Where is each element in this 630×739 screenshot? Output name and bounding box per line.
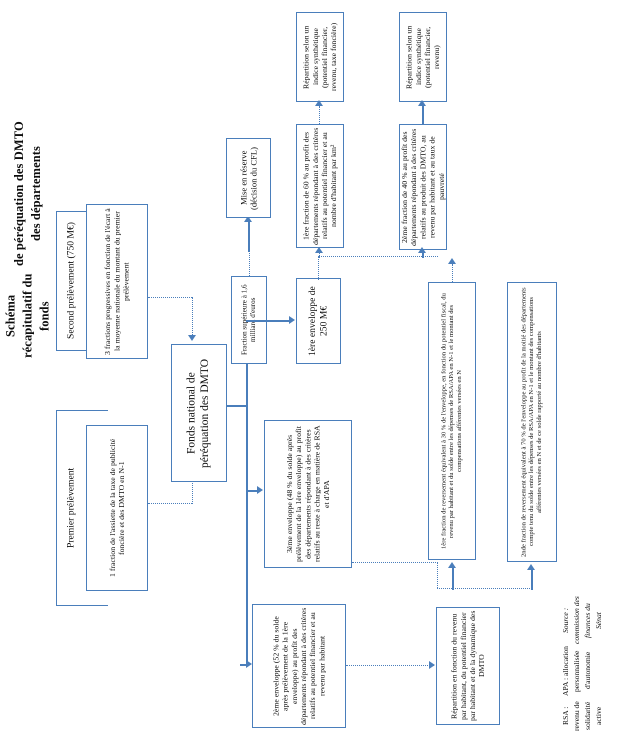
fraction-assiette-box: 1 fraction de l'assiette de la taxe de p… [86, 425, 151, 594]
arrow-into-fraction-60 [315, 247, 323, 253]
mise-en-reserve-box: Mise en réserve (décision du CFL) [226, 138, 274, 221]
arrow-into-indice2 [418, 100, 426, 106]
legend-source: Source : commission des finances du Séna… [561, 596, 603, 645]
enveloppe-2-label: 2ème enveloppe (52 % du solde après prél… [271, 607, 327, 725]
legend-apa: APA : allocation personnalisée d'autonom… [561, 645, 592, 696]
reversement-70-label: 2nde fraction de reversement équivalent … [520, 287, 543, 557]
connector-60-to-indice1 [319, 106, 320, 124]
connector-40-up [422, 250, 424, 258]
enveloppe-3-label: 3ème enveloppe (48 % du solde après prél… [285, 425, 331, 563]
enveloppe3-trunk-vertical [437, 562, 438, 588]
second-prelevement-label: Second prélèvement (750 M€) [65, 222, 77, 340]
repartition-indice-2-box: Répartition selon un indice synthétique … [399, 12, 450, 105]
fraction-40-label: 2ème fraction de 40 % au profit des dépa… [400, 128, 446, 246]
connector-40-to-indice2 [422, 106, 424, 124]
fraction-60-box: 1ère fraction de 60 % au profit des dépa… [296, 124, 344, 248]
arrow-reversement30-up [448, 258, 456, 264]
connector-reversement30-up [452, 264, 453, 282]
arrow-into-indice1 [315, 100, 323, 106]
mise-en-reserve-label: Mise en réserve (décision du CFL) [238, 146, 259, 210]
arrow-into-fonds-top [188, 335, 196, 341]
connector-enveloppe2-to-repartition [346, 665, 434, 666]
fraction-assiette-label: 1 fraction de l'assiette de la taxe de p… [107, 438, 126, 578]
connector-60-up [319, 250, 320, 258]
arrow-into-mise-en-reserve [244, 216, 252, 222]
connector-fraction-superieure-up [249, 250, 250, 276]
connector-fraction-superieure-to-reserve [248, 222, 250, 252]
arrow-into-enveloppe250 [289, 316, 295, 324]
trois-fractions-label: 3 fractions progressives en fonction de … [103, 208, 131, 355]
connector-trois-fractions-to-fonds [148, 297, 192, 298]
arrow-into-repartition-revenu [429, 661, 435, 669]
fraction-60-label: 1ère fraction de 60 % au profit des dépa… [301, 127, 339, 245]
legend: RSA : revenu de solidarité active APA : … [560, 595, 620, 735]
fraction-40-box: 2ème fraction de 40 % au profit des dépa… [399, 124, 447, 250]
reversement-70-box: 2nde fraction de reversement équivalent … [507, 282, 560, 565]
arrow-into-enveloppe2 [246, 660, 252, 668]
enveloppe-250-box: 1ère enveloppe de 250 M€ [296, 278, 344, 367]
enveloppe250-trunk-vertical [318, 256, 319, 280]
connector-assiette-to-fonds [148, 503, 192, 504]
reversement-30-label: 1ère fraction de reversement équivalent … [440, 293, 463, 549]
premier-prelevement-label: Premier prélèvement [65, 467, 77, 549]
connector-fonds-to-enveloppe2 [240, 664, 246, 666]
enveloppe-2-box: 2ème enveloppe (52 % du solde après prél… [252, 604, 349, 731]
connector-assiette-up [192, 470, 193, 504]
connector-to-reversement-30 [452, 568, 454, 590]
second-prelevement-bracket [56, 211, 108, 351]
premier-prelevement-bracket [56, 410, 108, 606]
repartition-revenu-box: Répartition en fonction du revenu par ha… [436, 607, 503, 728]
reversement-split-bar [437, 588, 532, 589]
repartition-indice-1-box: Répartition selon un indice synthétique … [296, 12, 347, 105]
fonds-national-trunk-vertical [246, 300, 248, 640]
enveloppe250-trunk-horizontal [318, 256, 438, 257]
connector-fonds-down-enveloppe2 [246, 600, 248, 666]
repartition-indice-1-label: Répartition selon un indice synthétique … [301, 22, 339, 92]
enveloppe-3-box: 3ème enveloppe (48 % du solde après prél… [264, 420, 355, 571]
arrow-into-enveloppe3 [257, 486, 263, 494]
enveloppe3-trunk-horizontal [352, 562, 438, 563]
page-title-line1: Schéma récapitulatif du fonds [3, 273, 52, 359]
enveloppe-250-label: 1ère enveloppe de 250 M€ [307, 286, 330, 356]
connector-fonds-to-enveloppe250 [246, 320, 290, 322]
arrow-into-fraction-40 [418, 247, 426, 253]
arrow-into-reversement-30 [448, 562, 456, 568]
fonds-national-label: Fonds national de péréquation des DMTO [185, 358, 211, 468]
page-title-line2: de péréquation des DMTO des départements [12, 120, 43, 266]
page-title: Schéma récapitulatif du fonds de péréqua… [4, 120, 52, 365]
repartition-revenu-label: Répartition en fonction du revenu par ha… [449, 610, 487, 722]
legend-rsa: RSA : revenu de solidarité active [561, 700, 603, 731]
fonds-national-trunk [227, 405, 247, 407]
connector-to-reversement-70 [531, 570, 533, 590]
fonds-national-box: Fonds national de péréquation des DMTO [171, 344, 230, 485]
connector-fonds-to-enveloppe3 [246, 490, 258, 492]
trois-fractions-box: 3 fractions progressives en fonction de … [86, 204, 151, 362]
connector-trois-fractions-down [192, 297, 193, 337]
arrow-into-reversement-70 [527, 564, 535, 570]
repartition-indice-2-label: Répartition selon un indice synthétique … [404, 25, 442, 89]
reversement-30-box: 1ère fraction de reversement équivalent … [428, 282, 479, 563]
